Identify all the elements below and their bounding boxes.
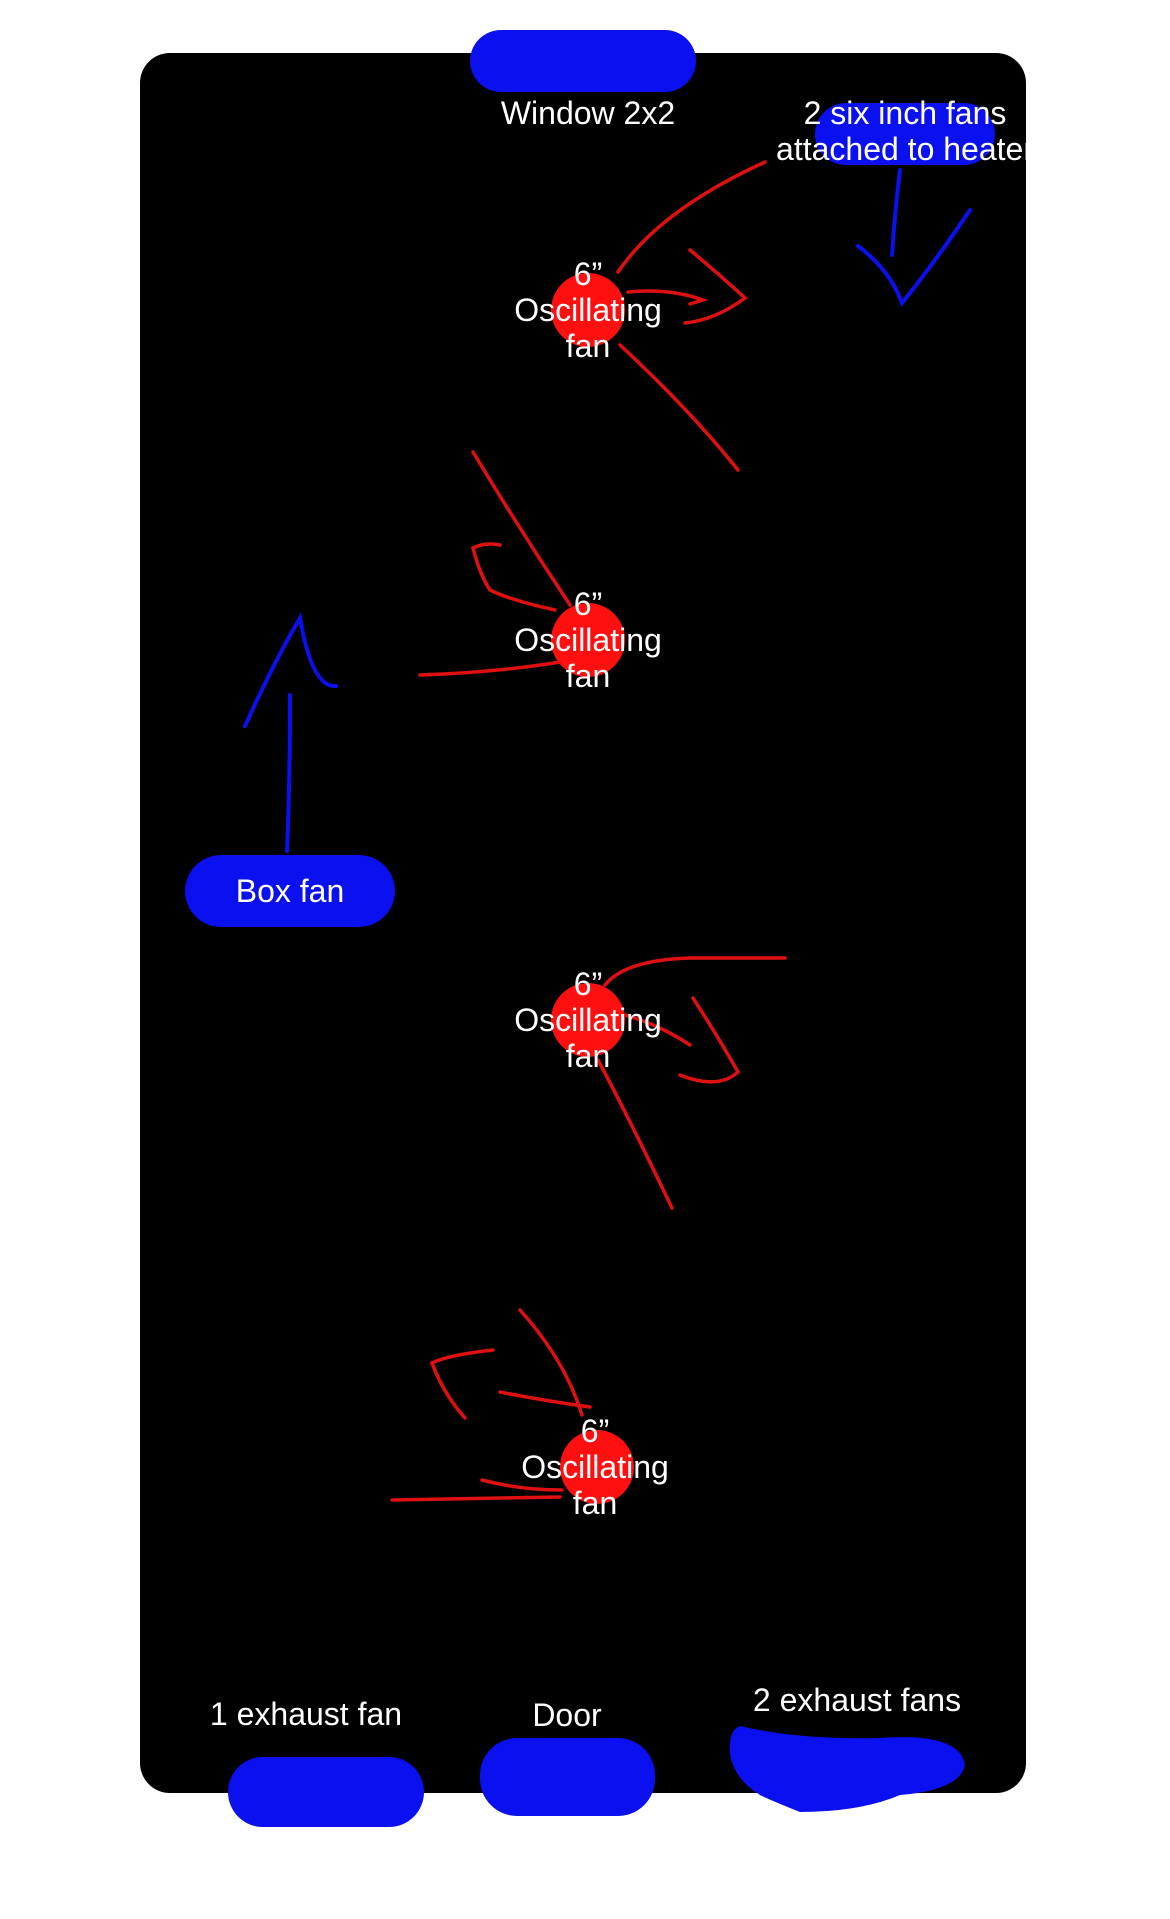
- box-fan-marker: [185, 855, 395, 927]
- airflow-fan-1: [616, 160, 767, 472]
- window-label: Window 2x2: [500, 95, 676, 131]
- oscillating-fan-1-label: 6” Oscillating fan: [498, 256, 678, 364]
- airflow-fan-3: [596, 956, 787, 1210]
- box-fan-arrow: [243, 612, 338, 853]
- fan-disc-3: [551, 983, 625, 1057]
- fan-size: 6”: [573, 256, 603, 292]
- fan-name-line2: fan: [565, 328, 611, 364]
- heater-fans-marker: [815, 103, 995, 165]
- door-marker: [480, 1738, 655, 1816]
- window-marker: [470, 30, 696, 92]
- box-fan-label: Box fan: [235, 873, 345, 909]
- fan-name-line1: Oscillating: [514, 622, 662, 658]
- oscillating-fan-3-label: 6” Oscillating fan: [498, 966, 678, 1074]
- oscillating-fan-2-label: 6” Oscillating fan: [498, 586, 678, 694]
- exhaust-right-marker: [729, 1726, 965, 1812]
- airflow-fan-4: [390, 1308, 592, 1502]
- heater-fans-label-line1: 2 six inch fans: [803, 95, 1007, 131]
- fan-name-line1: Oscillating: [514, 1002, 662, 1038]
- fan-name-line1: Oscillating: [521, 1449, 669, 1485]
- heater-fans-label-line2: attached to heater: [776, 131, 1034, 167]
- fan-name-line2: fan: [565, 658, 611, 694]
- fan-name-line1: Oscillating: [514, 292, 662, 328]
- fan-size: 6”: [573, 966, 603, 1002]
- heater-arrow: [856, 168, 972, 308]
- exhaust-right-label: 2 exhaust fans: [752, 1682, 962, 1718]
- fan-name-line2: fan: [572, 1485, 618, 1521]
- fan-name-line2: fan: [565, 1038, 611, 1074]
- door-label: Door: [532, 1697, 602, 1733]
- exhaust-left-marker: [228, 1757, 424, 1827]
- fan-disc-1: [551, 273, 625, 347]
- exhaust-left-label: 1 exhaust fan: [209, 1696, 403, 1732]
- airflow-fan-2: [418, 450, 572, 677]
- oscillating-fan-4-label: 6” Oscillating fan: [505, 1413, 685, 1521]
- fan-size: 6”: [573, 586, 603, 622]
- fan-size: 6”: [580, 1413, 610, 1449]
- fan-disc-2: [551, 603, 625, 677]
- fan-disc-4: [560, 1430, 634, 1504]
- heater-fans-label: 2 six inch fans attached to heater: [755, 95, 1055, 167]
